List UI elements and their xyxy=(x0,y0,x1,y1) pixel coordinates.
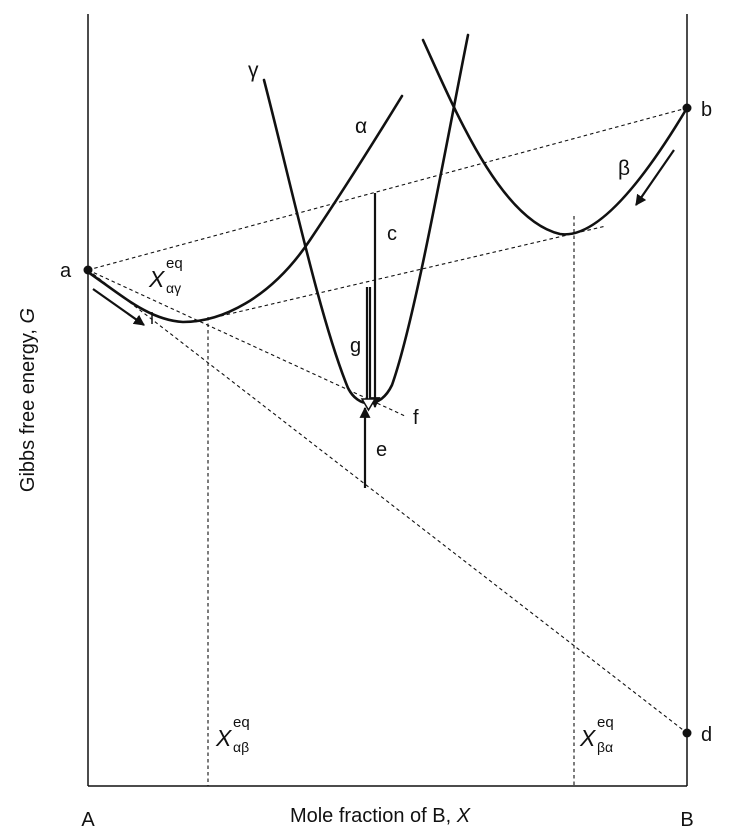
x-beta-alpha-eq-label: X βα eq xyxy=(579,714,614,755)
beta-direction-arrow xyxy=(635,149,675,206)
svg-text:βα: βα xyxy=(597,739,613,755)
beta-label: β xyxy=(618,157,630,180)
svg-text:X: X xyxy=(579,725,597,751)
svg-text:X: X xyxy=(215,725,233,751)
y-axis-title: Gibbs free energy, G xyxy=(17,308,39,492)
component-A-label: A xyxy=(81,809,95,828)
step-g-arrowhead xyxy=(360,398,377,412)
tangent-a-to-b xyxy=(87,107,688,271)
line-a-to-d xyxy=(87,269,688,734)
point-d-label: d xyxy=(701,724,712,746)
point-b-marker xyxy=(682,103,692,113)
alpha-curve xyxy=(86,94,404,324)
step-c-label: c xyxy=(387,223,397,245)
svg-text:αγ: αγ xyxy=(166,280,181,296)
step-g-label: g xyxy=(350,335,361,357)
point-a-label: a xyxy=(60,260,72,282)
svg-text:X: X xyxy=(148,266,166,292)
svg-text:αβ: αβ xyxy=(233,739,249,755)
svg-text:eq: eq xyxy=(166,255,183,272)
x-alpha-gamma-eq-label: X αγ eq xyxy=(148,255,183,296)
alpha-direction-arrow xyxy=(92,288,145,326)
alpha-label: α xyxy=(355,115,367,138)
x-alpha-beta-eq-label: X αβ eq xyxy=(215,714,250,755)
point-f-label: f xyxy=(413,407,419,429)
point-d-marker xyxy=(682,728,692,738)
component-B-label: B xyxy=(680,809,693,828)
svg-text:eq: eq xyxy=(597,714,614,731)
tangent-alpha-beta xyxy=(194,225,607,323)
x-axis-title: Mole fraction of B, X xyxy=(290,805,471,827)
step-e-label: e xyxy=(376,439,387,461)
beta-curve xyxy=(421,38,689,236)
gamma-label: γ xyxy=(248,59,259,82)
point-a-marker xyxy=(83,265,93,275)
svg-text:eq: eq xyxy=(233,714,250,731)
point-b-label: b xyxy=(701,99,712,121)
